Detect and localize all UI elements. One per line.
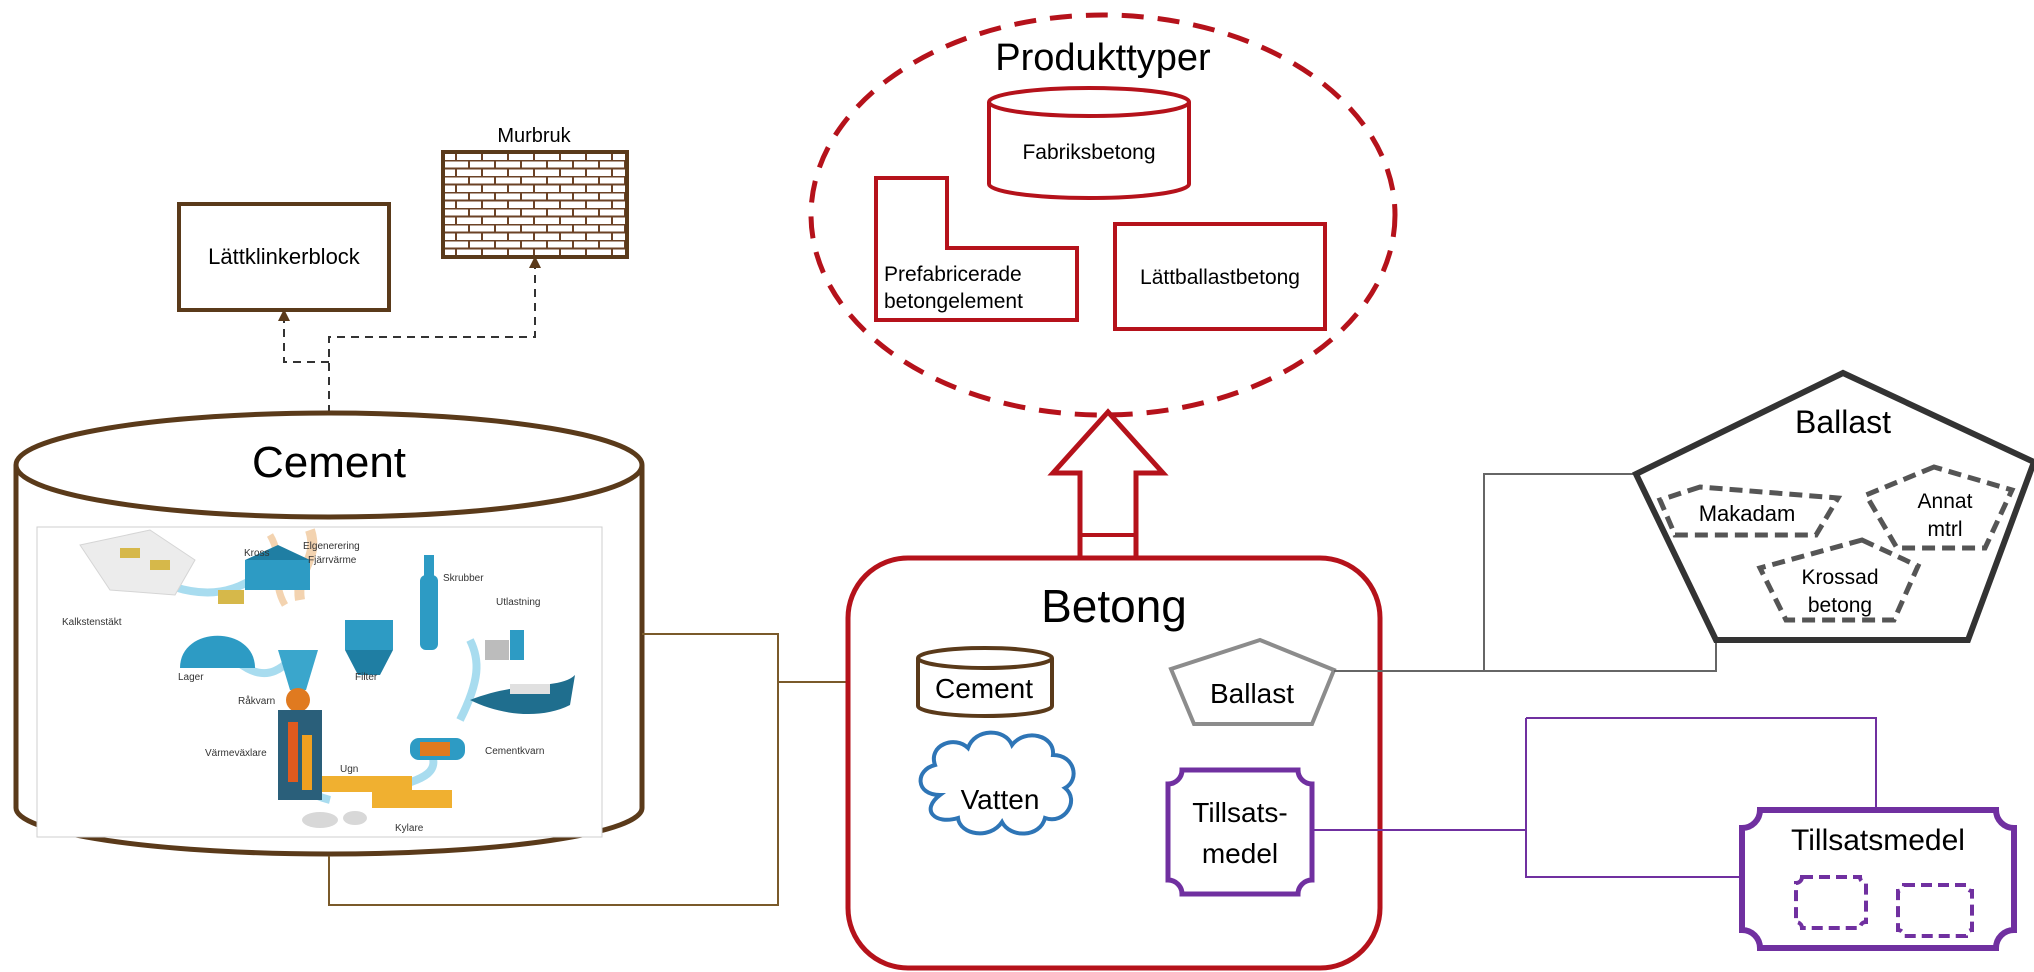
process-label-rakvarn: Råkvarn (238, 695, 275, 707)
cement-products-connector (278, 256, 541, 413)
betong-tillsats-node[interactable]: Tillsats- medel (1165, 767, 1315, 897)
process-label-lager: Lager (178, 672, 204, 683)
process-label-fjarrvarme: Fjärrvärme (308, 555, 357, 566)
process-label-varmevaxlare: Värmeväxlare (205, 748, 267, 759)
betong-ballast-node[interactable]: Ballast (1168, 637, 1337, 726)
ballast-source-node[interactable]: Ballast Makadam Annat mtrl Krossad beton… (1632, 369, 2034, 643)
cement-title: Cement (252, 438, 406, 487)
lattklinkerblock-label: Lättklinkerblock (208, 244, 361, 269)
betong-vatten-node[interactable]: Vatten (918, 730, 1076, 836)
betong-tillsats-label-line1: Tillsats- (1192, 797, 1287, 828)
process-label-cementkvarn: Cementkvarn (485, 746, 544, 757)
tillsatsmedel-source-node[interactable]: Tillsatsmedel (1739, 807, 2017, 951)
fabriksbetong-label: Fabriksbetong (1022, 141, 1155, 164)
truck-icon (218, 590, 244, 604)
prefab-label-line2: betongelement (884, 290, 1023, 313)
output-arrow (1047, 408, 1169, 563)
tillsatsmedel-title: Tillsatsmedel (1791, 824, 1965, 857)
cloud-icon (918, 730, 1076, 836)
additive-slot-1 (1794, 875, 1868, 930)
murbruk-label: Murbruk (497, 125, 571, 147)
lattklinkerblock-node[interactable]: Lättklinkerblock (177, 202, 391, 312)
makadam-label: Makadam (1699, 501, 1796, 526)
annat-mtrl-node[interactable]: Annat mtrl (1862, 464, 2016, 551)
process-label-kylare: Kylare (395, 823, 424, 834)
betong-title: Betong (1041, 580, 1187, 632)
betong-tillsats-label-line2: medel (1202, 838, 1278, 869)
brick-wall-icon (441, 150, 629, 259)
lattballastbetong-node[interactable]: Lättballastbetong (1113, 222, 1327, 331)
process-label-skrubber: Skrubber (443, 573, 484, 584)
tillsats-connector (1312, 717, 1877, 878)
betong-cement-node[interactable]: Cement (916, 646, 1054, 718)
produkttyper-title: Produkttyper (995, 37, 1211, 79)
cement-process-illustration: Kalkstenstäkt Kross Elgenerering Fjärrvä… (36, 526, 603, 838)
makadam-node[interactable]: Makadam (1656, 484, 1843, 538)
fabriksbetong-node[interactable]: Fabriksbetong (987, 86, 1191, 200)
prefab-node[interactable]: Prefabricerade betongelement (874, 176, 1079, 322)
betong-vatten-label: Vatten (961, 784, 1040, 815)
process-label-kalkstenstakt: Kalkstenstäkt (62, 617, 122, 628)
krossad-betong-node[interactable]: Krossad betong (1756, 537, 1922, 623)
prefab-label-line1: Prefabricerade (884, 263, 1022, 286)
process-label-elgenerering: Elgenerering (303, 541, 360, 552)
process-label-utlastning: Utlastning (496, 597, 540, 608)
krossad-betong-label-line1: Krossad (1801, 566, 1878, 589)
ballast-title: Ballast (1795, 404, 1891, 440)
betong-cement-label: Cement (935, 673, 1033, 704)
produkttyper-group: Produkttyper Fabriksbetong Prefabricerad… (808, 12, 1398, 418)
krossad-betong-label-line2: betong (1808, 594, 1872, 617)
betong-container: Betong (845, 555, 1383, 971)
ballast-connector (1334, 473, 1717, 672)
additive-slot-2 (1896, 883, 1974, 938)
process-label-kross: Kross (244, 548, 270, 559)
produkttyper-ellipse (808, 12, 1398, 418)
murbruk-node[interactable]: Murbruk (441, 125, 629, 259)
annat-mtrl-label-line2: mtrl (1928, 518, 1963, 541)
annat-mtrl-label-line1: Annat (1918, 490, 1973, 513)
betong-ballast-label: Ballast (1210, 678, 1294, 709)
lattballastbetong-label: Lättballastbetong (1140, 266, 1300, 289)
process-label-ugn: Ugn (340, 764, 358, 775)
process-label-filter: Filter (355, 672, 378, 683)
